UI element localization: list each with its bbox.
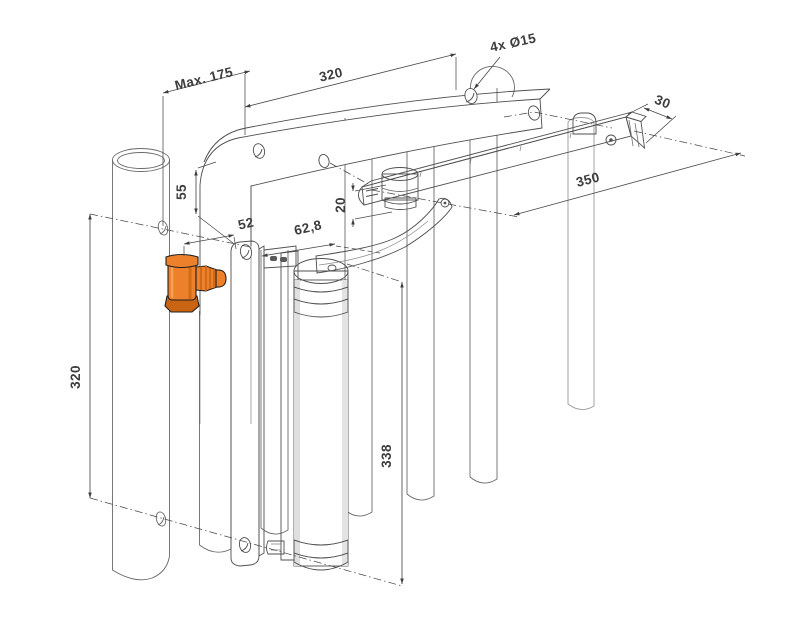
closer-body	[263, 245, 349, 571]
dim-post-hole-spacing-label: 320	[68, 365, 83, 389]
gate-frame-rail	[199, 88, 551, 424]
frame-hole-4	[527, 105, 541, 121]
closer-arm	[315, 197, 453, 274]
dim-body-offset-label: 62,8	[293, 217, 324, 238]
frame-hole-1	[252, 143, 266, 159]
post-screw-hole-bottom	[155, 511, 167, 527]
dim-max-width-label: Max. 175	[173, 64, 234, 93]
mounting-plate	[230, 240, 265, 567]
dim-holes-label: 4x Ø15	[489, 30, 538, 54]
plate-hole-bottom	[238, 537, 252, 553]
frame-hole-3	[464, 88, 478, 104]
gate-post	[112, 148, 170, 581]
adjustment-valve	[164, 253, 227, 313]
slide-rail-end-cap	[625, 111, 647, 150]
dim-rail-length-label: 320	[318, 65, 345, 85]
slider-block	[381, 167, 419, 210]
slide-rail-end-screw	[605, 134, 617, 146]
center-lines	[89, 111, 746, 587]
post-screw-hole-top	[157, 220, 169, 236]
rail-mount-tab	[572, 112, 597, 135]
dim-slider-height-label: 20	[333, 197, 348, 213]
frame-hole-2	[318, 154, 330, 168]
plate-hole-top	[239, 244, 253, 260]
dim-body-height-label: 338	[379, 444, 394, 468]
dim-slide-rail-length-label: 350	[575, 169, 602, 189]
dim-plate-offset-label: 52	[237, 215, 256, 233]
dim-top-offset-label: 55	[174, 184, 189, 200]
dim-rail-depth-label: 30	[653, 92, 673, 112]
